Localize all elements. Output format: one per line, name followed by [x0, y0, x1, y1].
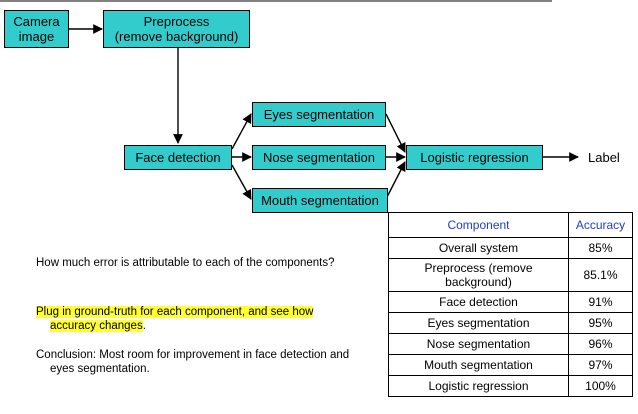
- node-mouth-segmentation-label: Mouth segmentation: [261, 193, 379, 208]
- cell-component: Eyes segmentation: [388, 312, 569, 334]
- conclusion-text: Conclusion: Most room for improvement in…: [36, 349, 354, 376]
- node-eyes-segmentation-label: Eyes segmentation: [263, 107, 375, 122]
- table-row: Eyes segmentation 95%: [388, 312, 633, 334]
- table-header-row: Component Accuracy: [388, 212, 633, 238]
- arrow-face-to-mouth: [231, 164, 252, 200]
- node-logistic-regression-label: Logistic regression: [420, 150, 529, 165]
- arrow-face-to-eyes: [231, 113, 252, 150]
- cell-accuracy: 95%: [568, 312, 633, 334]
- node-logistic-regression: Logistic regression: [406, 145, 543, 170]
- cell-component: Preprocess (remove background): [388, 258, 569, 292]
- highlighted-instruction: Plug in ground-truth for each component,…: [36, 306, 314, 332]
- node-face-detection: Face detection: [124, 145, 232, 170]
- node-preprocess: Preprocess (remove background): [103, 10, 250, 48]
- question-paragraph: How much error is attributable to each o…: [36, 257, 335, 269]
- table-row: Mouth segmentation 97%: [388, 354, 633, 376]
- cell-component: Face detection: [388, 291, 569, 313]
- node-eyes-segmentation: Eyes segmentation: [252, 102, 386, 127]
- accuracy-table: Component Accuracy Overall system 85% Pr…: [388, 212, 633, 397]
- header-accuracy: Accuracy: [568, 212, 633, 238]
- node-mouth-segmentation: Mouth segmentation: [252, 188, 388, 213]
- question-text: How much error is attributable to each o…: [36, 257, 354, 271]
- cell-component: Mouth segmentation: [388, 354, 569, 376]
- cell-accuracy: 85.1%: [568, 258, 633, 292]
- node-face-detection-label: Face detection: [135, 150, 221, 165]
- cell-accuracy: 96%: [568, 333, 633, 355]
- cell-accuracy: 85%: [568, 237, 633, 259]
- node-nose-segmentation-label: Nose segmentation: [262, 150, 375, 165]
- highlight-text: Plug in ground-truth for each component,…: [36, 306, 354, 333]
- node-nose-segmentation: Nose segmentation: [252, 145, 386, 170]
- table-row: Face detection 91%: [388, 291, 633, 313]
- cell-component: Logistic regression: [388, 375, 569, 397]
- highlight-paragraph: Plug in ground-truth for each component,…: [36, 306, 354, 333]
- header-component: Component: [388, 212, 569, 238]
- cell-component: Overall system: [388, 237, 569, 259]
- node-camera-image: Camera image: [4, 10, 69, 48]
- cell-component: Nose segmentation: [388, 333, 569, 355]
- table-row: Overall system 85%: [388, 237, 633, 259]
- cell-accuracy: 91%: [568, 291, 633, 313]
- node-camera-image-label: Camera image: [13, 14, 60, 44]
- cell-accuracy: 100%: [568, 375, 633, 397]
- output-label: Label: [588, 150, 620, 165]
- table-row: Logistic regression 100%: [388, 375, 633, 397]
- highlight-tail: .: [142, 319, 146, 332]
- cell-accuracy: 97%: [568, 354, 633, 376]
- arrow-eyes-to-logistic: [385, 113, 406, 153]
- node-preprocess-label: Preprocess (remove background): [114, 14, 239, 44]
- table-row: Nose segmentation 96%: [388, 333, 633, 355]
- arrow-mouth-to-logistic: [385, 161, 406, 200]
- conclusion-paragraph: Conclusion: Most room for improvement in…: [36, 349, 350, 375]
- table-row: Preprocess (remove background) 85.1%: [388, 258, 633, 292]
